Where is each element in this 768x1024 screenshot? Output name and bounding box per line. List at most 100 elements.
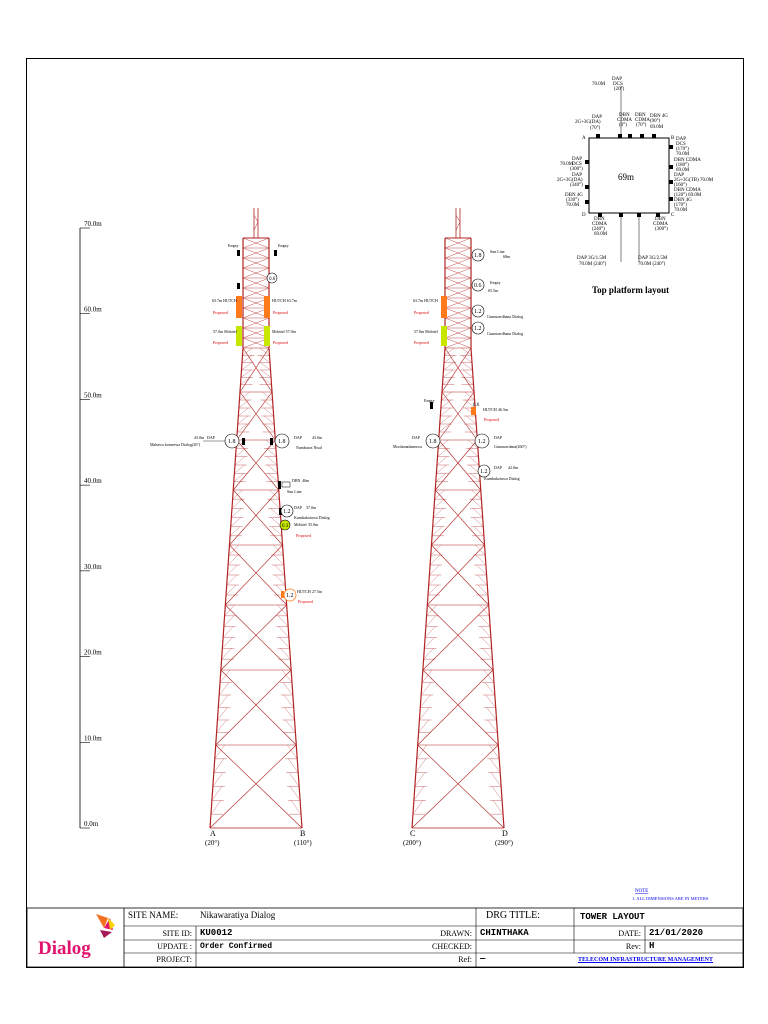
dish-tag: DAP: [494, 435, 503, 440]
mobitel-note: Proposed: [273, 340, 288, 345]
platform-label: (120°) 69.0M: [674, 193, 702, 198]
site-name-value: Nikawaratiya Dialog: [200, 910, 276, 920]
dish-label: Empty: [490, 280, 501, 285]
dish-size: 1.8: [278, 439, 286, 445]
dialog-logo-text: Dialog: [38, 938, 91, 959]
dish-height: 42.0m: [508, 465, 519, 470]
platform-label: (240°): [592, 227, 605, 232]
antenna-mount: [430, 402, 433, 409]
leg-b-deg: (110°): [294, 839, 312, 847]
antenna-mount: [585, 200, 589, 204]
platform-label: DBN CDMA: [674, 188, 701, 193]
dish-label: Gunawardhana Dialog: [487, 331, 523, 336]
dish-size: 0.6: [473, 403, 480, 408]
platform-label: DAP 3G/2.5M: [638, 256, 668, 261]
drg-title-value: TOWER LAYOUT: [580, 912, 645, 922]
mobitel-label: Mobitel 57.0m: [272, 329, 297, 334]
dish-tag: HUTCH: [297, 589, 311, 594]
mobitel-antenna: [441, 326, 447, 346]
dish-size: 1.2: [480, 469, 488, 475]
antenna-label: Sun Line: [287, 489, 302, 494]
dish-antenna: [283, 588, 297, 602]
platform-label: 70.0M (240°): [638, 262, 666, 267]
dish-note: Proposed: [298, 599, 313, 604]
dish-label: Gunawardhana Dialog: [487, 314, 523, 319]
leg-b-label: B: [300, 829, 305, 838]
platform-label: CDMA: [617, 118, 632, 123]
antenna-mount: [598, 213, 602, 217]
antenna-label: Empty: [278, 243, 289, 248]
dish-antenna: [474, 433, 490, 449]
dish-tag: DAP: [294, 505, 303, 510]
antenna-height: 40m: [302, 478, 310, 483]
platform-label: (160°): [674, 183, 687, 188]
left-attachments: Empty Empty 0.6 63.7m HUTCH Proposed HUT…: [150, 243, 330, 604]
platform-corner-a: A: [582, 136, 586, 141]
dish-label: Kumbukotuwa Dialog: [294, 515, 330, 520]
platform-square: [588, 137, 670, 214]
hutch-note: Proposed: [414, 310, 429, 315]
platform-label: CDMA: [635, 118, 650, 123]
platform-label: DBN: [594, 217, 605, 222]
platform-label: DBN 4G: [674, 198, 692, 203]
platform-label: DAP: [676, 137, 686, 142]
tower-left: [209, 208, 303, 829]
hutch-note: Proposed: [273, 310, 288, 315]
ref-label: Ref:: [458, 955, 472, 964]
platform-label: 70.0M: [592, 82, 606, 87]
dish-size: 1.8: [228, 439, 236, 445]
dish-size: 0.6: [269, 277, 276, 282]
platform-title: Top platform layout: [592, 285, 669, 295]
platform-label: DAP: [674, 173, 684, 178]
dish-label: Mobitel: [294, 522, 308, 527]
dish-antenna: [280, 504, 294, 518]
platform-label: DAP: [572, 157, 582, 162]
hutch-antenna: [264, 296, 270, 318]
antenna-mount: [585, 185, 589, 189]
dish-tag: HUTCH: [483, 407, 497, 412]
antenna-mount: [619, 213, 623, 217]
platform-label: (170°): [676, 147, 689, 152]
antenna-mount: [656, 213, 660, 217]
platform-label: (330°): [566, 198, 579, 203]
hutch-note: Proposed: [213, 310, 228, 315]
dish-antenna: [279, 519, 291, 531]
platform-label: 2G+3G(DA): [557, 178, 583, 183]
hutch-label: 63.7m HUTCH: [413, 298, 438, 303]
platform-layout: 69m A B D C DAP DCS 70.0M (20°) DAP 2G+3…: [557, 77, 714, 295]
platform-label: DCS: [572, 162, 582, 167]
platform-label: DCS: [613, 82, 623, 87]
dish-antenna: [274, 433, 290, 449]
mobitel-note: Proposed: [414, 340, 429, 345]
antenna-tag: DBN: [292, 478, 301, 483]
mobitel-antenna: [236, 326, 242, 346]
dish-label: Mahawa komeewa Dialog(20°): [150, 442, 201, 447]
platform-label: CDMA: [592, 222, 607, 227]
hutch-label: 63.7m HUTCH: [212, 298, 237, 303]
dish-size: 1.2: [283, 509, 291, 515]
hutch-antenna: [236, 296, 242, 318]
project-label: PROJECT:: [156, 955, 192, 964]
leg-d-label: D: [502, 829, 508, 838]
dish-antenna: [224, 433, 240, 449]
platform-label: (300°): [655, 227, 668, 232]
update-label: UPDATE :: [157, 942, 192, 951]
dish-height: 43.0m: [312, 435, 323, 440]
date-label: DATE:: [618, 929, 641, 938]
height-label: 10.0m: [84, 734, 102, 742]
dish-height: 37.0m: [306, 505, 317, 510]
drg-title-label: DRG TITLE:: [486, 910, 540, 921]
platform-label: 70.0M (240°): [579, 262, 607, 267]
dish-size: 1.2: [286, 593, 294, 599]
leg-a-deg: (20°): [205, 839, 220, 847]
dish-size: 1.2: [478, 439, 486, 445]
antenna-mount: [596, 134, 600, 138]
date-value: 21/01/2020: [649, 928, 704, 938]
leg-c-label: C: [410, 829, 415, 838]
antenna-label: Empty: [228, 243, 239, 248]
antenna-mount: [585, 160, 589, 164]
note-title: NOTE: [635, 889, 648, 894]
platform-label: (300°): [570, 167, 583, 172]
